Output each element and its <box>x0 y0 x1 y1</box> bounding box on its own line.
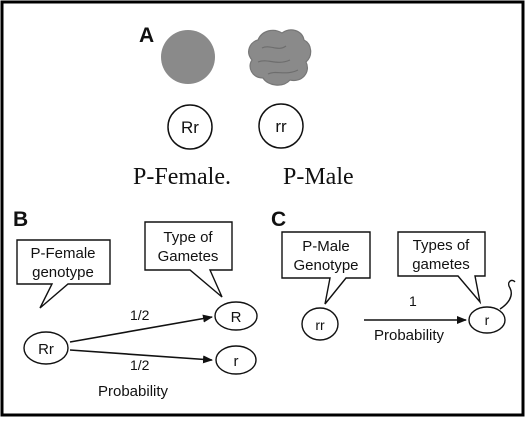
gamete-r-dominant-text: R <box>231 309 242 326</box>
probability-value-2: 1/2 <box>130 357 150 373</box>
gamete-callout-line-1: Type of <box>163 229 213 246</box>
probability-label-c: Probability <box>374 327 445 344</box>
male-gamete-text: r <box>485 312 490 328</box>
male-parent-text: rr <box>315 317 325 333</box>
male-gamete-callout-line-2: gametes <box>412 256 470 273</box>
arrow-to-dominant-gamete <box>69 314 213 343</box>
probability-value-c: 1 <box>409 293 417 309</box>
gamete-r-dominant-node <box>214 301 258 331</box>
panel-c-letter: C <box>271 208 286 231</box>
gamete-r-recessive-text: r <box>234 353 239 370</box>
female-parent-node <box>23 331 69 365</box>
probability-label-b: Probability <box>98 383 169 400</box>
male-genotype-circle <box>258 103 304 149</box>
arrow-to-recessive-gamete <box>69 349 213 364</box>
male-parent-node <box>301 307 339 341</box>
probability-value-1: 1/2 <box>130 307 150 323</box>
female-callout-line-2: genotype <box>32 264 94 281</box>
round-seed-shape <box>161 30 215 84</box>
male-callout-line-2: Genotype <box>293 257 358 274</box>
panel-b-letter: B <box>13 208 28 231</box>
female-parent-label: P-Female. <box>133 164 231 190</box>
squiggle-mark <box>499 279 516 310</box>
gamete-r-recessive-node <box>215 345 257 375</box>
male-gamete-type-callout <box>397 231 486 305</box>
female-callout-line-1: P-Female <box>30 245 95 262</box>
female-parent-text: Rr <box>38 341 54 358</box>
male-gamete-callout-line-1: Types of <box>413 237 471 254</box>
male-gamete-node <box>468 306 506 334</box>
male-genotype-text: rr <box>275 117 287 136</box>
male-callout-line-1: P-Male <box>302 238 350 255</box>
gamete-type-callout <box>144 221 233 298</box>
male-parent-label: P-Male <box>283 164 354 190</box>
female-genotype-text: Rr <box>181 118 199 137</box>
gamete-callout-line-2: Gametes <box>158 248 219 265</box>
panel-a-letter: A <box>139 24 154 47</box>
female-genotype-circle <box>167 104 213 150</box>
wrinkle-lines <box>257 45 299 75</box>
female-genotype-callout <box>16 239 111 309</box>
male-genotype-callout <box>281 231 371 305</box>
